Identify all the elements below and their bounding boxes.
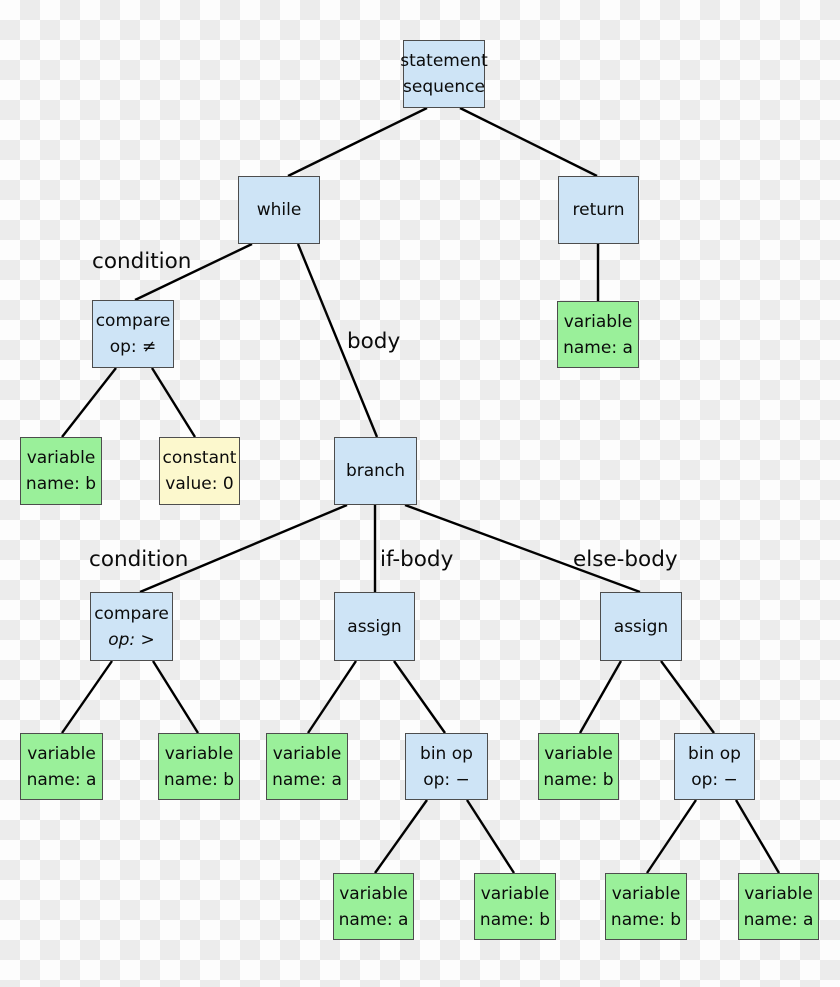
node-attribute: name: b: [25, 474, 97, 494]
node-attribute: op: −: [423, 769, 470, 790]
node-attribute: value: 0: [165, 474, 234, 494]
edge-label-body: body: [347, 329, 401, 354]
node-label: statement: [400, 51, 488, 71]
edge-stmtseq-return: [459, 106, 598, 178]
edge-comparegt-var-b: [151, 660, 200, 734]
node-statement-sequence: statement sequence: [400, 40, 488, 108]
node-label: branch: [345, 461, 406, 481]
edge-stmtseq-while: [287, 106, 428, 178]
edge-assignif-binop: [393, 660, 446, 734]
edge-binop1-var-a: [374, 799, 428, 874]
node-variable-b-cond: variable name: b: [20, 437, 102, 505]
node-binop-minus-2: bin op op: −: [674, 733, 755, 800]
node-attribute: name: a: [338, 909, 409, 930]
edge-label-else-body: else-body: [573, 547, 678, 572]
node-attribute: name: b: [543, 769, 614, 790]
node-label: return: [572, 200, 625, 220]
node-variable-a-return: variable name: a: [557, 301, 639, 368]
node-label: assign: [347, 616, 402, 637]
node-attribute: name: b: [163, 769, 235, 790]
edge-assignelse-var-b: [578, 660, 623, 734]
node-attribute: op: >: [108, 629, 155, 650]
edge-label-condition-top: condition: [92, 249, 192, 274]
edge-assignelse-binop: [660, 660, 715, 734]
edge-assignif-var-a: [307, 660, 357, 734]
node-label: while: [256, 200, 302, 220]
node-variable-a-assign1: variable name: a: [266, 733, 348, 800]
node-attribute: name: b: [479, 909, 551, 930]
node-label: bin op: [688, 743, 741, 764]
node-attribute: name: b: [610, 909, 682, 930]
node-variable-a-gt: variable name: a: [20, 733, 103, 800]
node-label: compare: [95, 311, 171, 331]
node-label: sequence: [403, 77, 485, 97]
node-attribute: op: ≠: [109, 337, 157, 357]
node-branch: branch: [334, 437, 417, 505]
node-compare-neq: compare op: ≠: [92, 300, 174, 368]
node-label: compare: [94, 603, 169, 624]
edge-comparegt-var-a: [61, 660, 113, 734]
node-label: assign: [613, 616, 669, 637]
node-attribute: name: a: [563, 337, 633, 358]
node-variable-a-binop1: variable name: a: [333, 873, 414, 940]
node-return: return: [558, 176, 639, 244]
node-attribute: name: a: [272, 769, 342, 790]
node-label: variable: [339, 883, 408, 904]
node-variable-b-gt: variable name: b: [158, 733, 240, 800]
node-label: variable: [27, 743, 96, 764]
node-label: bin op: [420, 743, 473, 764]
node-label: variable: [563, 311, 633, 332]
node-label: variable: [26, 448, 96, 468]
node-binop-minus-1: bin op op: −: [405, 733, 488, 800]
node-attribute: name: a: [743, 909, 814, 930]
edge-label-if-body: if-body: [380, 547, 454, 572]
node-compare-gt: compare op: >: [90, 592, 173, 661]
node-label: variable: [544, 743, 613, 764]
edge-compare-variable-b: [61, 367, 117, 438]
node-label: variable: [164, 743, 234, 764]
edge-binop2-var-a: [734, 799, 781, 874]
node-label: variable: [272, 743, 342, 764]
node-variable-b-assign2: variable name: b: [538, 733, 619, 800]
node-variable-a-binop2: variable name: a: [738, 873, 819, 940]
node-variable-b-binop2: variable name: b: [605, 873, 687, 940]
node-assign-if: assign: [334, 592, 415, 661]
edge-binop2-var-b: [646, 799, 697, 874]
node-label: constant: [162, 448, 237, 468]
node-label: variable: [480, 883, 550, 904]
node-variable-b-binop1: variable name: b: [474, 873, 556, 940]
node-assign-else: assign: [600, 592, 682, 661]
node-while: while: [238, 176, 320, 244]
node-constant-0: constant value: 0: [159, 437, 240, 505]
node-attribute: name: a: [26, 769, 97, 790]
edge-compare-constant: [150, 367, 197, 438]
node-label: variable: [744, 883, 813, 904]
node-label: variable: [611, 883, 681, 904]
node-attribute: op: −: [691, 769, 738, 790]
edge-label-condition-bottom: condition: [89, 547, 189, 572]
edge-binop1-var-b: [465, 799, 516, 874]
